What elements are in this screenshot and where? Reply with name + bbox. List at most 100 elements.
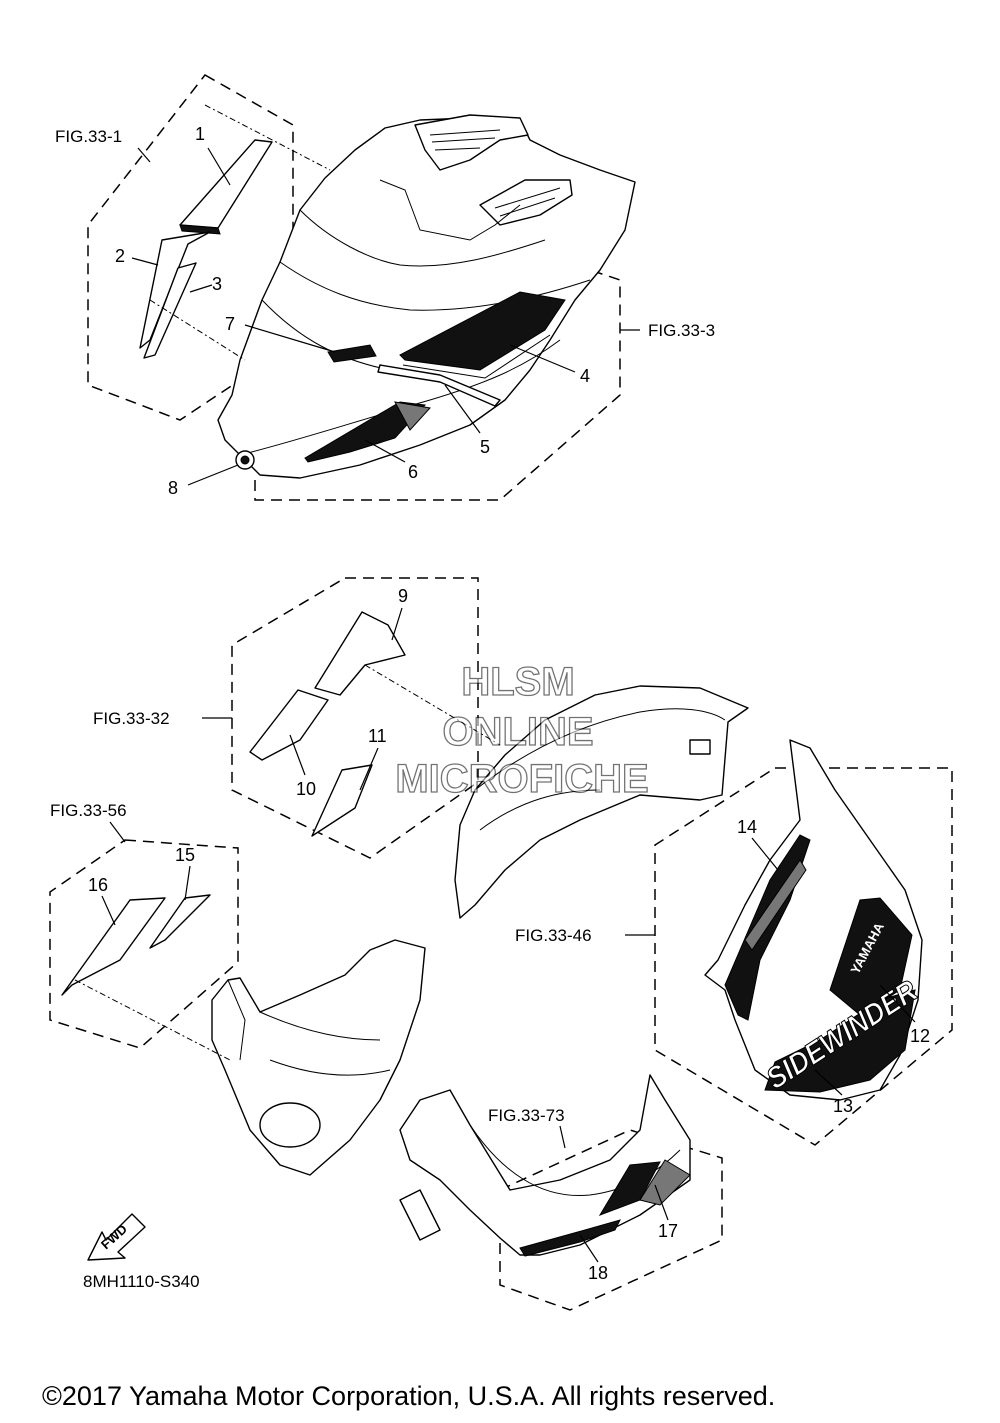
callout-4: 4 <box>580 366 590 386</box>
watermark-line-3: MICROFICHE <box>395 757 648 801</box>
callout-17: 17 <box>658 1221 678 1241</box>
callout-3: 3 <box>212 274 222 294</box>
callout-2: 2 <box>115 246 125 266</box>
callout-14: 14 <box>737 817 757 837</box>
hood-vent-grille <box>429 129 501 151</box>
decal-7-emblem <box>327 344 377 363</box>
fig-33-73-boundary <box>499 1129 723 1311</box>
decal-18-strip <box>519 1219 621 1257</box>
fig-33-46-boundary <box>654 767 953 1146</box>
callout-5: 5 <box>480 437 490 457</box>
callout-16: 16 <box>88 875 108 895</box>
leader-16 <box>101 895 116 926</box>
fig-33-56-boundary <box>49 839 239 1049</box>
leader-9 <box>391 607 403 641</box>
copyright-notice: ©2017 Yamaha Motor Corporation, U.S.A. A… <box>42 1381 775 1411</box>
side-panel-lower-left-edge <box>227 979 246 1061</box>
upper-hood-assembly: 1 2 3 4 5 6 7 8 FIG.33-1 FIG.33-3 <box>55 74 715 501</box>
middle-panels: YAMAHA SIDEWINDER 9 10 11 12 <box>49 577 953 1311</box>
leader-1 <box>207 147 231 186</box>
side-panel-upper-contour-1 <box>474 708 726 791</box>
decal-9-shape <box>314 611 406 696</box>
hood-handle-grille <box>494 187 561 217</box>
fwd-arrow-icon <box>87 1213 146 1261</box>
hood-contour-1 <box>299 209 546 267</box>
watermark-line-2: ONLINE <box>442 710 593 754</box>
decal-6-stripe <box>394 401 431 431</box>
diagram-code: 8MH1110-S340 <box>83 1272 200 1291</box>
decal-4-stripe <box>402 334 551 379</box>
callout-15: 15 <box>175 845 195 865</box>
leader-13 <box>814 1069 843 1096</box>
leader-18 <box>579 1234 599 1263</box>
callout-6: 6 <box>408 462 418 482</box>
side-panel-lower-left-opening <box>259 1102 321 1148</box>
fig-ref-33-1: FIG.33-1 <box>55 127 122 146</box>
leader-4 <box>509 344 576 373</box>
decal-14-stripe <box>744 859 807 951</box>
hood-contour-3 <box>261 299 391 371</box>
phantom-line-1 <box>204 104 331 171</box>
leader-3 <box>189 284 213 293</box>
callout-12: 12 <box>910 1026 930 1046</box>
decal-6-panel <box>304 401 427 463</box>
phantom-line-3 <box>364 664 501 746</box>
fwd-arrow: FWD <box>87 1213 146 1261</box>
leader-5 <box>444 384 481 434</box>
leader-15 <box>184 865 191 901</box>
fig-33-3-boundary <box>254 269 621 501</box>
bottom-panel-side <box>399 1189 441 1241</box>
hood-lower-edge <box>239 339 561 456</box>
decal-13-band <box>764 989 916 1093</box>
leader-17 <box>654 1184 669 1221</box>
fig-ref-33-56: FIG.33-56 <box>50 801 127 820</box>
leader-2 <box>131 257 159 266</box>
side-panel-upper-badge <box>689 739 711 755</box>
phantom-line-2 <box>149 299 246 361</box>
fig-33-32-boundary <box>231 577 479 859</box>
leader-12 <box>879 984 916 1023</box>
callout-13: 13 <box>833 1096 853 1116</box>
hood-body <box>217 117 636 479</box>
callout-18: 18 <box>588 1263 608 1283</box>
side-panel-lower-left-contour-2 <box>269 1059 391 1076</box>
decal-4-panel <box>399 291 566 371</box>
leader-fig-33-73 <box>559 1125 566 1149</box>
decal-11-shape <box>311 764 373 837</box>
decal-5-strip <box>377 364 501 407</box>
decal-15-shape <box>149 894 211 949</box>
leader-14 <box>751 837 779 871</box>
callout-1: 1 <box>195 124 205 144</box>
decal-1-shape <box>179 139 273 229</box>
leader-fig-33-56 <box>109 821 126 843</box>
fig-ref-33-46: FIG.33-46 <box>515 926 592 945</box>
decal-16-shape <box>61 897 166 996</box>
decal-10-shape <box>249 689 329 761</box>
side-panel-upper-contour-2 <box>479 789 601 831</box>
fig-ref-33-32: FIG.33-32 <box>93 709 170 728</box>
callout-9: 9 <box>398 586 408 606</box>
side-panel-lower-left-contour-1 <box>259 1011 381 1041</box>
callout-7: 7 <box>225 314 235 334</box>
leader-10 <box>289 734 306 776</box>
fig-ref-33-3: FIG.33-3 <box>648 321 715 340</box>
hood-vent <box>414 114 529 171</box>
fig-ref-33-73: FIG.33-73 <box>488 1106 565 1125</box>
decal-17-stripe <box>639 1159 691 1206</box>
emblem-8-inner <box>240 455 250 465</box>
leader-fig-33-1 <box>137 147 151 163</box>
leader-6 <box>364 439 406 463</box>
watermark: HLSM ONLINE MICROFICHE <box>395 659 650 801</box>
hood-windshield <box>379 179 521 241</box>
callout-8: 8 <box>168 478 178 498</box>
callout-10: 10 <box>296 779 316 799</box>
decal-17-panel <box>598 1161 661 1216</box>
leader-8 <box>187 464 239 486</box>
phantom-line-4 <box>74 979 231 1061</box>
fig-33-1-boundary <box>87 74 294 421</box>
callout-11: 11 <box>368 726 387 746</box>
side-panel-lower-left <box>211 939 426 1176</box>
watermark-line-1: HLSM <box>461 660 574 704</box>
leader-7 <box>244 324 336 353</box>
